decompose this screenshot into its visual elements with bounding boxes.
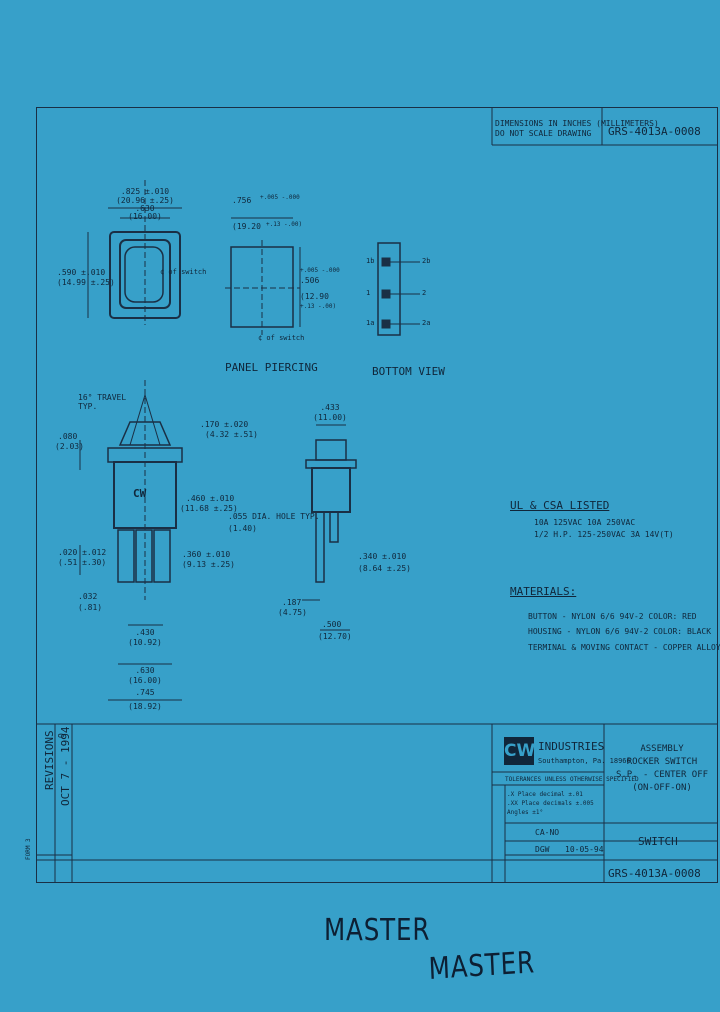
tolerance-line: .X Place decimal ±.01 <box>507 791 583 798</box>
dim: .506 <box>300 276 320 285</box>
dim: .080 <box>58 432 78 441</box>
dim: (11.00) <box>313 413 347 422</box>
cw-mark: CW <box>133 487 147 500</box>
dim: (16.00) <box>128 212 162 221</box>
dim: (4.32 ±.51) <box>205 430 258 439</box>
ul-line: 10A 125VAC 10A 250VAC <box>534 518 636 527</box>
dim: (20.96 ±.25) <box>116 196 174 205</box>
dim: .590 ±.010 <box>57 268 106 277</box>
dim: (1.40) <box>228 524 257 533</box>
dim: .745 <box>135 688 155 697</box>
master-stamp: MASTER <box>428 945 536 987</box>
dim: (9.13 ±.25) <box>182 560 235 569</box>
dim: .500 <box>322 620 342 629</box>
tolerance-heading: TOLERANCES UNLESS OTHERWISE SPECIFIED <box>505 776 639 783</box>
panel-piercing-view <box>225 217 301 335</box>
dim: (16.00) <box>128 676 162 685</box>
revision-date: OCT 7 - 1994 <box>59 726 72 806</box>
top-view <box>87 180 182 325</box>
dim: (12.90 <box>300 292 329 301</box>
dim: (12.70) <box>318 632 352 641</box>
title-block-lines <box>36 107 718 883</box>
dim: (11.68 ±.25) <box>180 504 238 513</box>
form-number: FORM 3 <box>25 838 32 860</box>
ul-line: 1/2 H.P. 125-250VAC 3A 14V(T) <box>534 530 674 539</box>
title-line: ROCKER SWITCH <box>626 757 698 767</box>
drawing-number-top: GRS-4013A-0008 <box>608 125 701 138</box>
title-line: (ON-OFF-ON) <box>632 783 692 793</box>
materials-title: MATERIALS: <box>510 585 577 598</box>
centerline-label: ¢ of switch <box>160 268 207 276</box>
material-line: BUTTON - NYLON 6/6 94V-2 COLOR: RED <box>528 612 697 621</box>
dim: .020 ±.012 <box>58 548 107 557</box>
master-stamp: MASTER <box>324 913 431 948</box>
dim: .170 ±.020 <box>200 420 249 429</box>
panel-piercing-label: PANEL PIERCING <box>225 361 318 374</box>
pin-label: 2 <box>422 289 427 297</box>
dim: (.81) <box>78 603 103 612</box>
dim: .430 <box>135 628 155 637</box>
dimensions-note: DIMENSIONS IN INCHES (MILLIMETERS) <box>495 119 659 128</box>
dim: (10.92) <box>128 638 162 647</box>
dim: (8.64 ±.25) <box>358 564 411 573</box>
ul-title: UL & CSA LISTED <box>510 499 610 512</box>
pin-label: 1 <box>366 289 371 297</box>
dim: (4.75) <box>278 608 307 617</box>
dim: (18.92) <box>128 702 162 711</box>
bottom-view <box>377 242 420 336</box>
company-logo: CW <box>504 737 535 765</box>
dim: .756 <box>232 196 252 205</box>
title-line: ASSEMBLY <box>640 744 684 754</box>
drawn-by: DGW <box>535 845 550 854</box>
dim-tolerance: +.13 -.00) <box>266 221 303 228</box>
pin-label: 1b <box>366 257 375 265</box>
dim: .630 <box>135 204 155 213</box>
pin-label: 2b <box>422 257 431 265</box>
dim-tolerance: +.005 -.000 <box>300 267 340 274</box>
dim: (14.99 ±.25) <box>57 278 115 287</box>
material-line: HOUSING - NYLON 6/6 94V-2 COLOR: BLACK <box>528 627 712 636</box>
side-view <box>79 380 183 701</box>
drawing-border <box>36 107 718 883</box>
material-line: TERMINAL & MOVING CONTACT - COPPER ALLOY <box>528 643 720 652</box>
bottom-view-label: BOTTOM VIEW <box>372 365 445 378</box>
dim: .433 <box>320 403 340 412</box>
travel-note: 16° TRAVEL TYP. <box>78 393 127 411</box>
dim: .055 DIA. HOLE TYP. <box>228 512 320 521</box>
drawn-date: 10-05-94 <box>565 845 604 854</box>
tolerance-line: Angles ±1° <box>507 809 544 816</box>
tolerance-line: .XX Place decimals ±.005 <box>507 800 594 807</box>
dim: .340 ±.010 <box>358 552 407 561</box>
material-code: CA-NO <box>535 828 560 837</box>
part-name: SWITCH <box>638 835 678 848</box>
revisions-label: REVISIONS <box>43 730 56 790</box>
company-name: INDUSTRIES <box>538 740 605 753</box>
centerline-label: ¢ of switch <box>258 334 305 342</box>
dim: .825 ±.010 <box>120 187 170 196</box>
dim-tolerance: +.13 -.00) <box>300 303 337 310</box>
dim: .630 <box>135 666 155 675</box>
dim: (2.03) <box>55 442 84 451</box>
dim: .187 <box>282 598 302 607</box>
scale-note: DO NOT SCALE DRAWING <box>495 129 592 138</box>
dim: .032 <box>78 592 98 601</box>
dim: .460 ±.010 <box>186 494 235 503</box>
drawing-number-bottom: GRS-4013A-0008 <box>608 867 701 880</box>
pin-label: 2a <box>422 319 431 327</box>
end-view <box>302 424 357 631</box>
dim: (19.20 <box>232 222 261 231</box>
dim: .360 ±.010 <box>182 550 231 559</box>
title-line: S.P. - CENTER OFF <box>615 770 709 780</box>
company-address: Southampton, Pa. 18966 <box>538 757 631 765</box>
dim: (.51 ±.30) <box>58 558 107 567</box>
dim-tolerance: +.005 -.000 <box>260 194 300 201</box>
pin-label: 1a <box>366 319 375 327</box>
